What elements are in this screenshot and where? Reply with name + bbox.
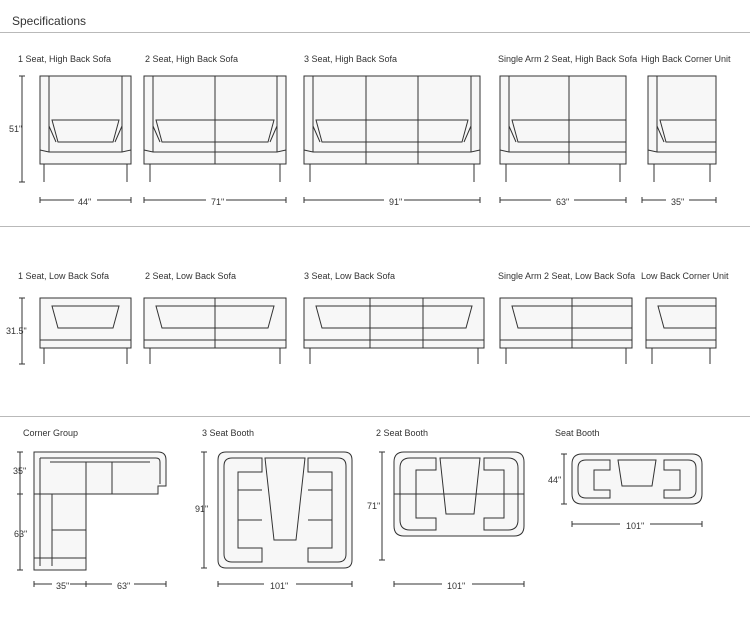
- label-3-seat-high-back: 3 Seat, High Back Sofa: [304, 54, 398, 64]
- divider-top: [0, 32, 750, 33]
- plan-3-seat-booth: [201, 451, 353, 587]
- sofa-1-seat-high-back: [39, 75, 132, 182]
- sofa-3-seat-low-back: [303, 297, 485, 364]
- dimension-lines-high-back: [19, 75, 717, 203]
- dim-3-seat-booth-depth: 91": [195, 504, 209, 514]
- label-single-arm-high-back: Single Arm 2 Seat, High Back Sofa: [498, 54, 638, 64]
- dim-width-3-seat-high: 91": [389, 197, 403, 207]
- dim-corner-group-side: 63": [14, 529, 28, 539]
- label-1-seat-low-back: 1 Seat, Low Back Sofa: [18, 271, 110, 281]
- sofa-single-arm-low-back: [499, 297, 633, 364]
- sofa-1-seat-low-back: [39, 297, 132, 364]
- divider-bottom: [0, 416, 750, 417]
- label-seat-booth: Seat Booth: [555, 428, 600, 438]
- sofa-single-arm-high-back: [499, 75, 627, 182]
- sofa-2-seat-low-back: [143, 297, 287, 364]
- label-corner-high-back: High Back Corner Unit: [641, 54, 731, 64]
- label-corner-low-back: Low Back Corner Unit: [641, 271, 729, 281]
- dim-2-seat-booth-width: 101": [447, 581, 466, 591]
- dim-3-seat-booth-width: 101": [270, 581, 289, 591]
- dim-2-seat-booth-depth: 71": [367, 501, 381, 511]
- dim-width-corner-high: 35": [671, 197, 685, 207]
- corner-unit-high-back: [647, 75, 717, 182]
- label-2-seat-booth: 2 Seat Booth: [376, 428, 429, 438]
- dim-seat-booth-width: 101": [626, 521, 645, 531]
- dim-corner-group-bottom-b: 63": [117, 581, 131, 591]
- label-corner-group: Corner Group: [23, 428, 79, 438]
- label-2-seat-low-back: 2 Seat, Low Back Sofa: [145, 271, 237, 281]
- label-1-seat-high-back: 1 Seat, High Back Sofa: [18, 54, 112, 64]
- dim-width-2-seat-high: 71": [211, 197, 225, 207]
- dim-corner-group-bottom-a: 35": [56, 581, 70, 591]
- dimension-lines-low-back: [19, 297, 25, 365]
- divider-mid: [0, 226, 750, 227]
- plan-corner-group: [17, 451, 167, 587]
- dim-width-1-seat-high: 44": [78, 197, 92, 207]
- plan-seat-booth: [561, 453, 703, 527]
- dim-seat-booth-depth: 44": [548, 475, 562, 485]
- corner-unit-low-back: [645, 297, 717, 364]
- label-2-seat-high-back: 2 Seat, High Back Sofa: [145, 54, 239, 64]
- label-3-seat-low-back: 3 Seat, Low Back Sofa: [304, 271, 396, 281]
- dim-height-low-back: 31.5": [6, 326, 27, 336]
- page-title: Specifications: [12, 14, 87, 28]
- sofa-3-seat-high-back: [303, 75, 481, 182]
- label-single-arm-low-back: Single Arm 2 Seat, Low Back Sofa: [498, 271, 636, 281]
- plan-2-seat-booth: [379, 451, 525, 587]
- label-3-seat-booth: 3 Seat Booth: [202, 428, 255, 438]
- dim-width-single-arm-high: 63": [556, 197, 570, 207]
- dim-height-high-back: 51": [9, 124, 23, 134]
- sofa-2-seat-high-back: [143, 75, 287, 182]
